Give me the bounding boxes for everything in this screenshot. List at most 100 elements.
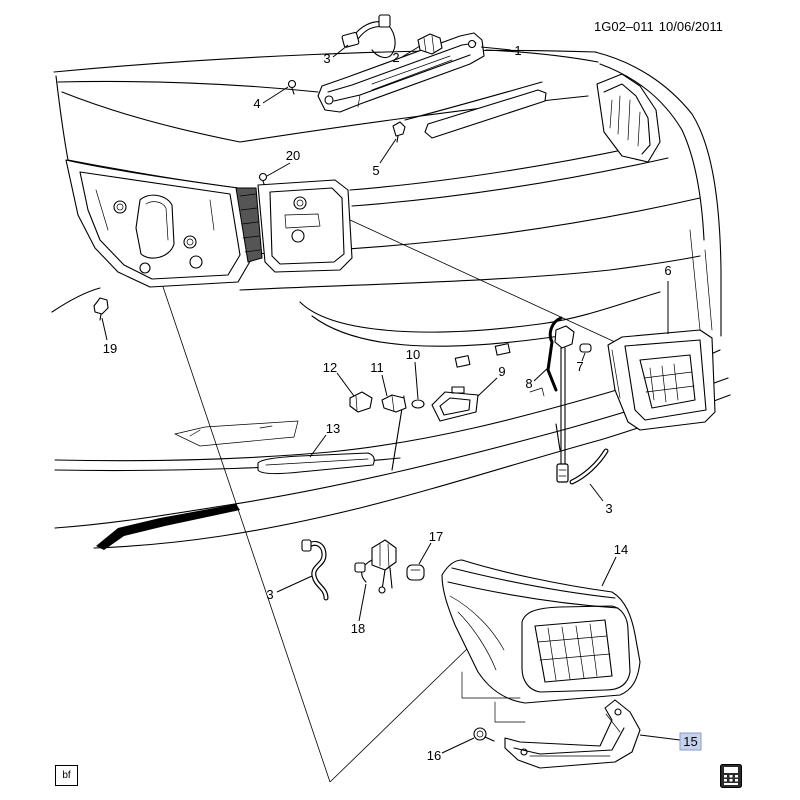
callout-label[interactable]: 20	[286, 148, 300, 163]
callout-7[interactable]: 7	[576, 352, 586, 374]
rear-reflector-13	[257, 452, 375, 475]
callout-5[interactable]: 5	[372, 138, 397, 178]
exploded-view-guide-lines	[157, 196, 616, 783]
callout-3-top[interactable]: 3	[323, 44, 349, 66]
fastener-4	[287, 79, 297, 95]
wiring-harness-lower	[301, 539, 329, 601]
diagram-header: 1G02–011 10/06/2011	[594, 19, 723, 34]
cavity-separator	[235, 187, 263, 263]
leader-line	[418, 542, 432, 565]
lamp-lens	[521, 605, 631, 693]
view-code-label: bf	[62, 770, 71, 781]
license-pocket-upper	[299, 291, 661, 333]
leader-line	[276, 575, 313, 593]
right-tail-lamp	[607, 329, 716, 431]
callout-label[interactable]: 3	[605, 501, 612, 516]
callout-3-right[interactable]: 3	[589, 483, 613, 516]
callout-highlight	[679, 732, 702, 751]
callout-label[interactable]: 6	[664, 263, 671, 278]
leader-line	[589, 483, 604, 502]
leader-line	[332, 44, 349, 58]
callout-label[interactable]: 17	[429, 529, 443, 544]
leader-line	[414, 361, 419, 400]
callout-label[interactable]: 9	[498, 364, 505, 379]
fastener-16	[473, 727, 495, 742]
upper-wiring-harness	[341, 14, 396, 59]
side-marker-recess-detail	[189, 425, 273, 437]
callout-label[interactable]: 7	[576, 359, 583, 374]
callout-4[interactable]: 4	[253, 86, 289, 111]
callout-1[interactable]: 1	[480, 43, 522, 58]
leader-line	[309, 434, 327, 458]
leader-line	[379, 138, 397, 164]
callout-19[interactable]: 19	[101, 317, 117, 356]
callout-17[interactable]: 17	[418, 529, 443, 565]
license-pocket-lower	[311, 315, 561, 347]
leader-line	[581, 352, 586, 362]
leader-line	[381, 374, 388, 397]
leader-line	[441, 737, 475, 754]
callout-label[interactable]: 2	[392, 50, 399, 65]
license-pocket-right-edge	[555, 423, 561, 451]
callout-label[interactable]: 13	[326, 421, 340, 436]
diagram-date: 10/06/2011	[658, 19, 723, 34]
callout-20[interactable]: 20	[266, 148, 300, 177]
clip-5	[392, 121, 406, 143]
callout-16[interactable]: 16	[427, 737, 475, 763]
license-pocket-slot	[494, 343, 511, 356]
callout-15[interactable]: 15	[639, 732, 702, 751]
bulb-socket-8	[546, 316, 575, 392]
callout-label[interactable]: 4	[253, 96, 260, 111]
callout-14[interactable]: 14	[601, 542, 628, 587]
callout-label[interactable]: 8	[525, 376, 532, 391]
diagram-id: 1G02–011	[594, 19, 654, 34]
callout-8[interactable]: 8	[525, 365, 551, 391]
callout-13[interactable]: 13	[309, 421, 340, 458]
callout-11[interactable]: 11	[370, 360, 388, 397]
callout-label[interactable]: 18	[351, 621, 365, 636]
callout-label[interactable]: 12	[323, 360, 337, 375]
trunk-lid-face-line	[351, 157, 669, 207]
callout-6[interactable]: 6	[664, 263, 672, 334]
left-body-line	[51, 287, 101, 313]
high-mount-lamp-lens-slot	[404, 81, 547, 139]
callout-label[interactable]: 11	[370, 360, 384, 375]
leader-line	[401, 45, 421, 58]
callout-label[interactable]: 14	[614, 542, 628, 557]
leader-line	[477, 377, 498, 397]
callout-label[interactable]: 1	[514, 43, 521, 58]
trunk-deck-edge-left	[57, 80, 319, 93]
callout-label[interactable]: 3	[323, 51, 330, 66]
leader-line	[101, 317, 108, 341]
callout-label[interactable]: 15	[683, 734, 697, 749]
leader-line	[336, 372, 355, 397]
callout-label[interactable]: 3	[266, 587, 273, 602]
callout-9[interactable]: 9	[477, 364, 506, 397]
callout-10[interactable]: 10	[406, 347, 420, 400]
callout-2[interactable]: 2	[392, 45, 421, 65]
right-quarter-outline	[594, 51, 722, 337]
bulb-socket-18	[354, 539, 397, 594]
socket-11	[381, 394, 407, 413]
left-pillar-edge	[55, 75, 69, 161]
callout-12[interactable]: 12	[323, 360, 355, 397]
bulb-17	[406, 564, 425, 581]
callout-3-lower[interactable]: 3	[266, 575, 313, 602]
leader-line	[358, 583, 367, 622]
callout-label[interactable]: 16	[427, 748, 441, 763]
callout-label[interactable]: 10	[406, 347, 420, 362]
right-quarter-inner-line	[599, 63, 705, 241]
callout-label[interactable]: 19	[103, 341, 117, 356]
bumper-top-line	[239, 255, 701, 291]
callout-label[interactable]: 5	[372, 163, 379, 178]
high-mount-stop-lamp	[317, 32, 485, 113]
leader-line	[480, 46, 512, 51]
document-icon[interactable]	[720, 764, 742, 788]
fastener-19	[93, 297, 109, 321]
callout-18[interactable]: 18	[351, 583, 367, 636]
license-lamp-9	[431, 386, 479, 422]
license-pocket-slot	[454, 355, 471, 368]
side-marker-recess	[173, 420, 299, 447]
left-outer-tail-lamp-14	[441, 559, 641, 723]
bulb-socket-upper	[417, 33, 443, 55]
